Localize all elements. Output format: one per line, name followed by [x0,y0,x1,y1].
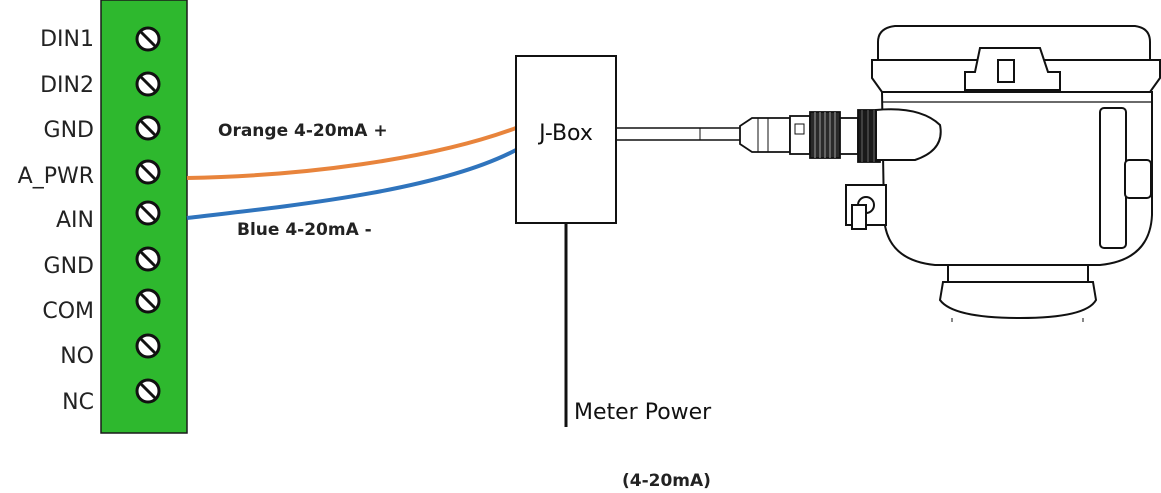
screw-slot [139,119,157,137]
blue-wire-label: Blue 4-20mA - [237,220,372,240]
terminal-label-gnd-2: GND [44,254,94,279]
terminal-row: DIN1 [40,26,161,52]
screw-slot [139,292,157,310]
terminal-label-com: COM [42,299,94,324]
screw-slot [139,382,157,400]
meter-power-label: Meter Power [574,400,712,425]
j-box-label: J-Box [537,121,593,146]
terminal-row: GND [44,115,161,143]
terminal-label-a-pwr: A_PWR [18,164,94,189]
caption: (4-20mA) [622,471,711,491]
j-box [515,55,617,224]
terminal-label-nc: NC [62,390,94,415]
terminal-label-din1: DIN1 [40,27,94,52]
meter-housing-icon [845,25,1161,322]
blue-wire [186,148,517,220]
orange-wire-label: Orange 4-20mA + [218,121,388,141]
terminal-row: COM [42,288,161,324]
screw-slot [139,250,157,268]
screw-slot [139,30,157,48]
terminal-label-ain: AIN [56,208,94,233]
terminal-row: DIN2 [40,71,161,98]
orange-wire [186,126,517,180]
terminal-row: A_PWR [18,159,161,189]
terminal-row: GND [44,246,161,279]
screw-slot [139,204,157,222]
meter-cable [616,127,740,141]
terminal-label-din2: DIN2 [40,73,94,98]
terminal-label-gnd: GND [44,118,94,143]
screw-slot [139,163,157,181]
terminal-row: AIN [56,200,161,233]
screw-slot [139,337,157,355]
cable-connector [739,109,881,163]
terminal-label-no: NO [60,344,94,369]
terminal-row: NC [62,378,161,415]
terminal-row: NO [60,333,161,369]
screw-slot [139,75,157,93]
